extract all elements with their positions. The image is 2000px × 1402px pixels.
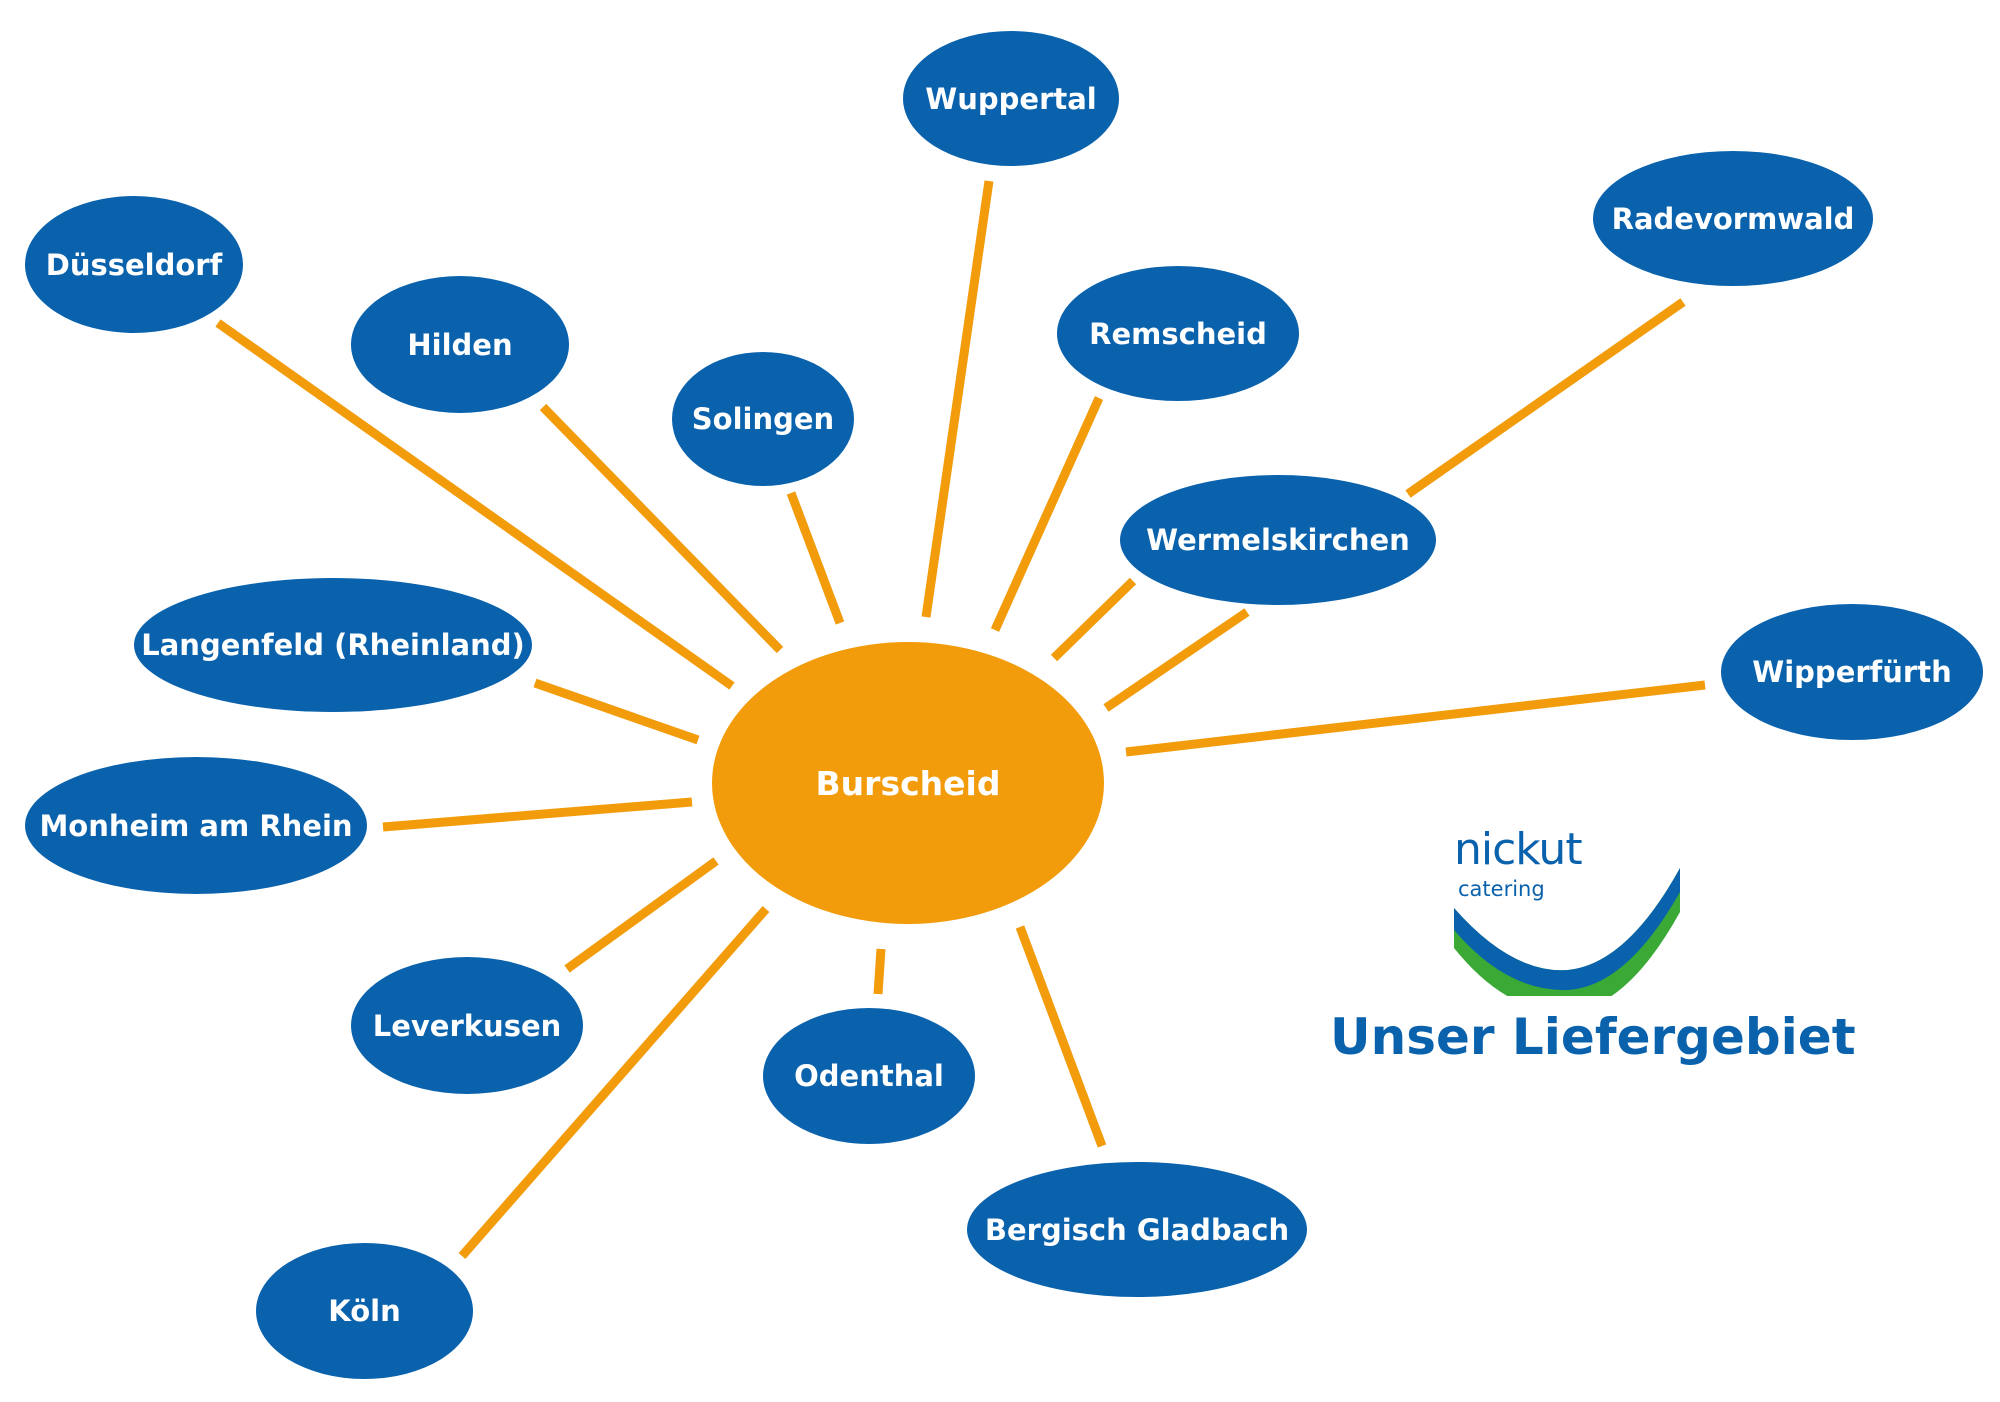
city-label: Odenthal xyxy=(794,1059,944,1093)
connector-hilden xyxy=(539,403,784,654)
connector-wermelskirchen-b xyxy=(1103,608,1250,712)
city-node-solingen: Solingen xyxy=(672,352,854,486)
city-node-remscheid: Remscheid xyxy=(1057,266,1299,401)
connector-solingen xyxy=(786,491,845,625)
logo-sub-text: catering xyxy=(1458,877,1545,901)
city-label: Solingen xyxy=(691,402,835,436)
center-node-burscheid: Burscheid xyxy=(712,642,1104,924)
city-label: Wuppertal xyxy=(925,81,1097,116)
city-node-hilden: Hilden xyxy=(351,276,569,413)
connector-remscheid xyxy=(990,396,1104,632)
connector-leverkusen xyxy=(564,857,719,973)
nickut-logo-wave xyxy=(1454,868,1680,996)
city-node-wuppertal: Wuppertal xyxy=(903,31,1119,166)
city-label: Monheim am Rhein xyxy=(39,808,353,843)
tagline: Unser Liefergebiet xyxy=(1330,1008,1856,1066)
city-node-odenthal: Odenthal xyxy=(763,1008,975,1144)
connector-langenfeld xyxy=(533,678,700,745)
city-label: Remscheid xyxy=(1089,316,1267,351)
city-node-leverkusen: Leverkusen xyxy=(351,957,583,1094)
city-label: Düsseldorf xyxy=(45,247,223,282)
city-node-bergisch-gladbach: Bergisch Gladbach xyxy=(967,1162,1307,1297)
connector-radevormwald xyxy=(1405,298,1686,498)
connector-bergisch-gladbach xyxy=(1015,925,1107,1148)
connector-wuppertal xyxy=(921,180,994,618)
city-label: Radevormwald xyxy=(1611,201,1855,236)
connector-wermelskirchen-a xyxy=(1050,577,1137,662)
connector-koeln xyxy=(458,906,770,1259)
connector-odenthal xyxy=(873,948,886,995)
connector-duesseldorf xyxy=(215,319,735,690)
city-label: Wermelskirchen xyxy=(1146,523,1410,557)
city-node-monheim: Monheim am Rhein xyxy=(25,757,367,894)
city-node-duesseldorf: Düsseldorf xyxy=(25,196,243,333)
city-label: Köln xyxy=(328,1294,401,1328)
city-label: Bergisch Gladbach xyxy=(984,1212,1290,1247)
connector-wipperfuerth xyxy=(1125,680,1706,757)
city-label: Leverkusen xyxy=(372,1008,562,1043)
city-node-radevormwald: Radevormwald xyxy=(1593,151,1873,286)
center-label: Burscheid xyxy=(815,763,1001,803)
city-label: Hilden xyxy=(407,327,513,362)
city-label: Wipperfürth xyxy=(1752,655,1952,689)
city-label: Langenfeld (Rheinland) xyxy=(141,628,525,662)
city-node-wermelskirchen: Wermelskirchen xyxy=(1120,475,1436,605)
city-node-wipperfuerth: Wipperfürth xyxy=(1721,604,1983,740)
logo-brand-text: nickut xyxy=(1454,824,1583,875)
connector-monheim xyxy=(382,797,693,832)
city-node-langenfeld: Langenfeld (Rheinland) xyxy=(134,578,532,712)
city-node-koeln: Köln xyxy=(256,1243,473,1379)
